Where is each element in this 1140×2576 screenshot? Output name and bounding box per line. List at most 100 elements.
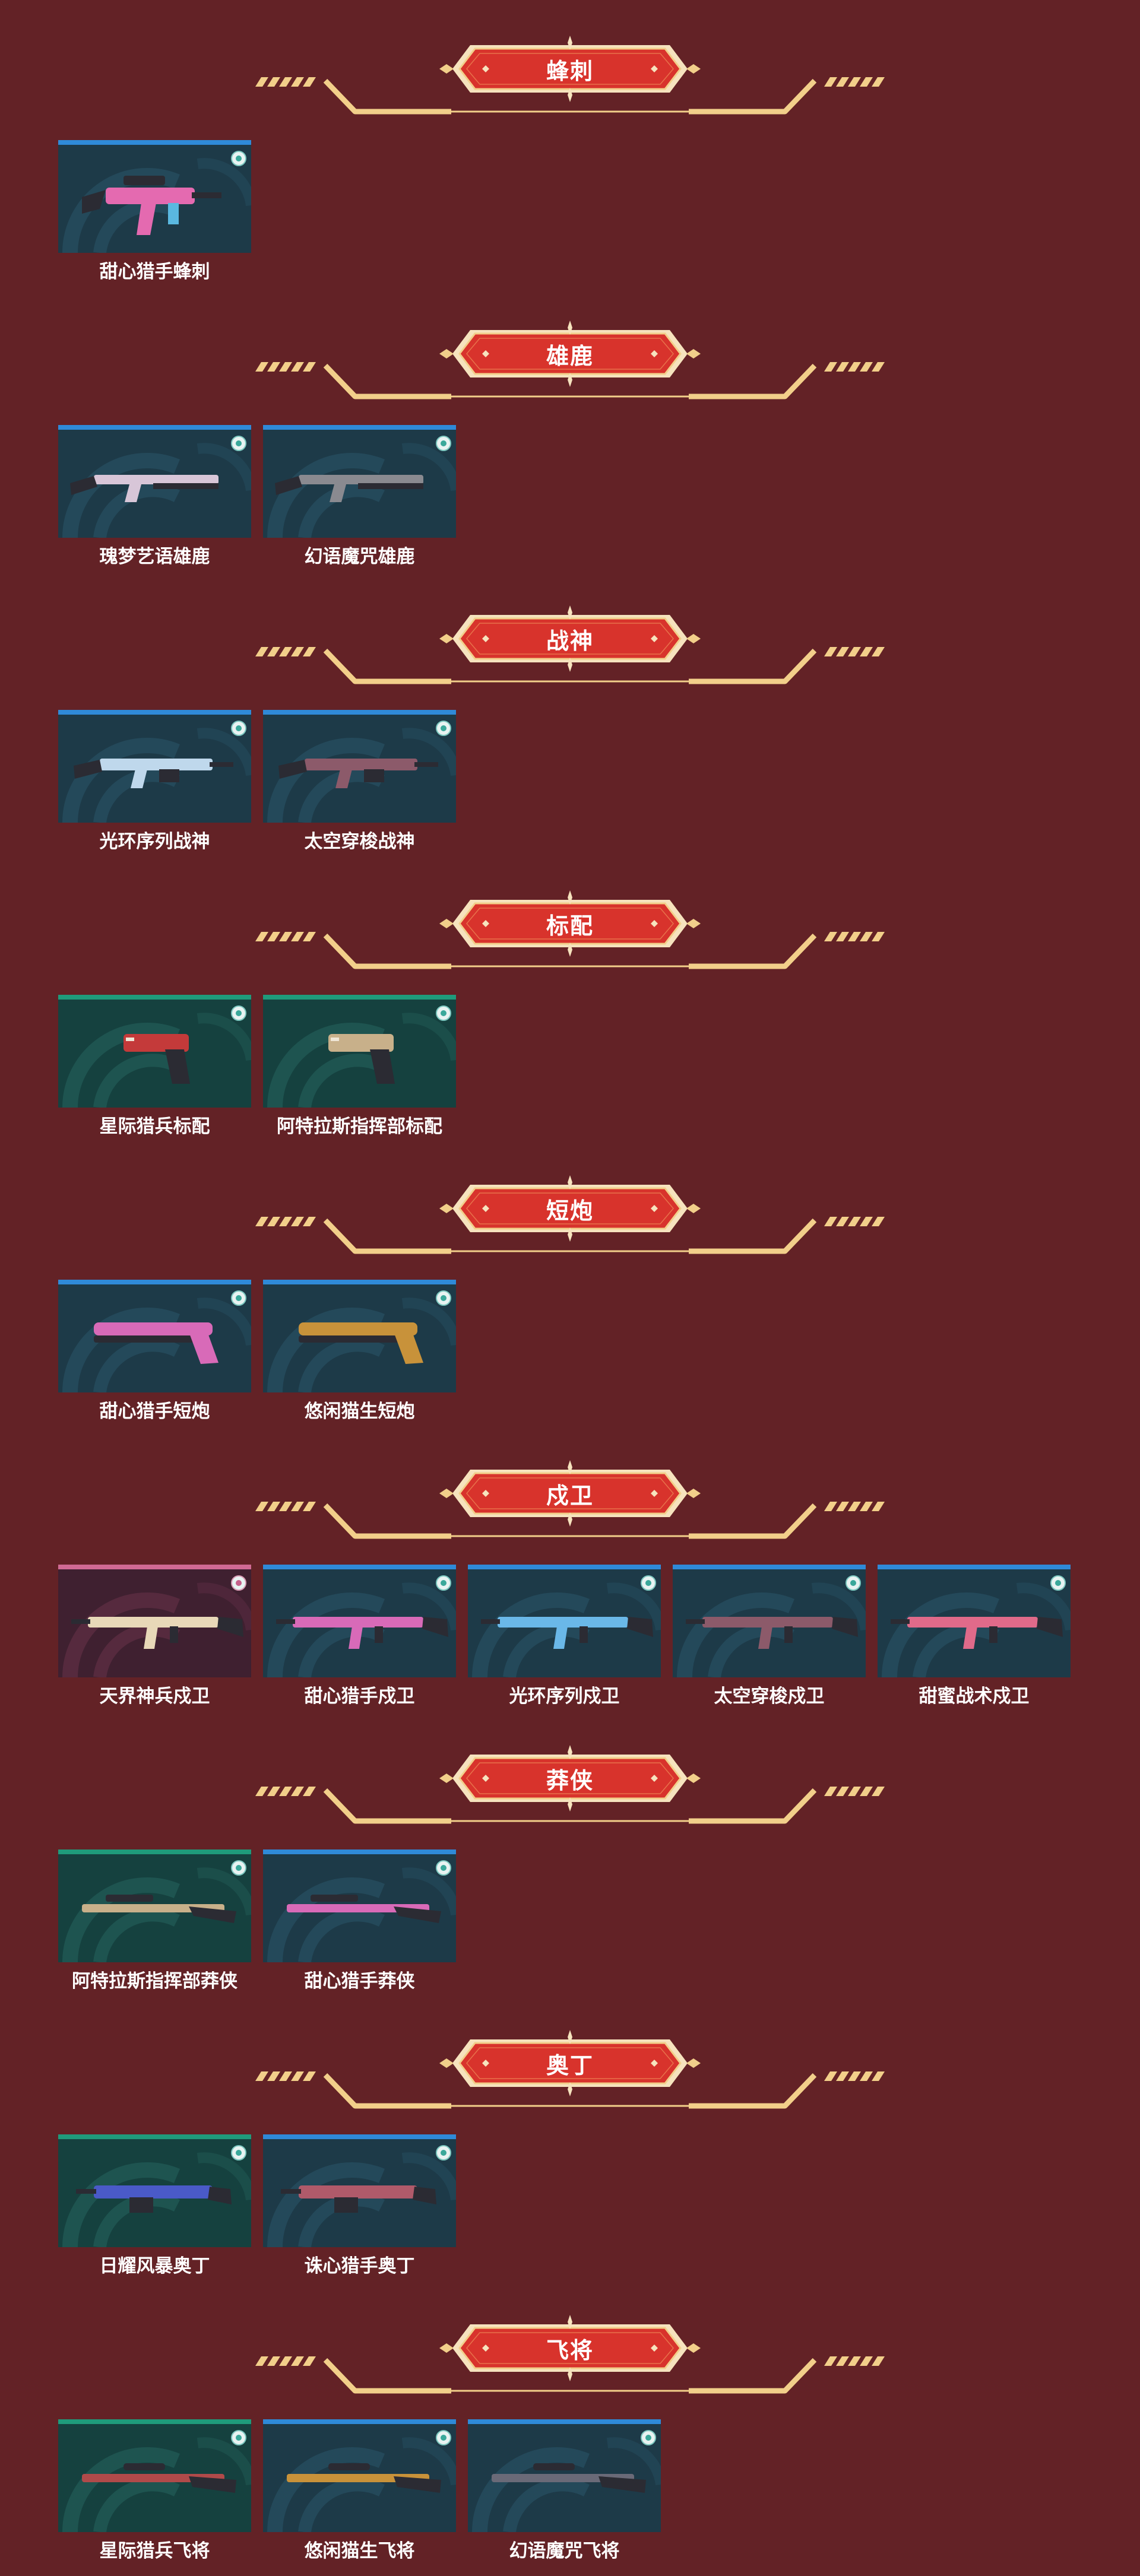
skin-card[interactable]: 光环序列战神 (58, 710, 251, 852)
tier-bar (263, 1280, 456, 1284)
tier-badge-icon (436, 1290, 451, 1306)
tier-badge-icon (231, 151, 246, 166)
weapon-section: 短炮 甜心猎手短炮 悠闲猫生短炮 (0, 1140, 1140, 1425)
weapon-section: 蜂刺 甜心猎手蜂刺 (0, 0, 1140, 285)
tier-badge-icon (231, 1575, 246, 1591)
skin-card[interactable]: 幻语魔咒雄鹿 (263, 425, 456, 567)
tier-bar (673, 1565, 866, 1569)
skin-card[interactable]: 诛心猎手奥丁 (263, 2134, 456, 2277)
skin-card[interactable]: 悠闲猫生短炮 (263, 1280, 456, 1422)
skin-image[interactable] (878, 1565, 1071, 1677)
tier-badge-icon (231, 436, 246, 451)
skin-card[interactable]: 悠闲猫生飞将 (263, 2419, 456, 2562)
tier-badge-icon (436, 721, 451, 736)
tier-badge-icon (436, 1575, 451, 1591)
skin-image[interactable] (263, 425, 456, 538)
skin-card[interactable]: 瑰梦艺语雄鹿 (58, 425, 251, 567)
weapon-section: 标配 星际猎兵标配 阿特拉斯指挥部标配 (0, 855, 1140, 1140)
skin-image[interactable] (58, 995, 251, 1108)
section-title: 蜂刺 (546, 58, 594, 84)
section-header: 标配 (0, 855, 1140, 997)
skin-card[interactable]: 甜心猎手莽侠 (263, 1849, 456, 1992)
section-header-ornament (119, 2315, 1021, 2394)
skin-image[interactable] (263, 1280, 456, 1392)
tier-badge-icon (436, 1005, 451, 1021)
skin-card[interactable]: 日耀风暴奥丁 (58, 2134, 251, 2277)
skin-image[interactable] (58, 1565, 251, 1677)
skin-card[interactable]: 天界神兵戍卫 (58, 1565, 251, 1707)
tier-bar (58, 1280, 251, 1284)
section-header: 短炮 (0, 1140, 1140, 1282)
skin-card[interactable]: 光环序列戍卫 (468, 1565, 661, 1707)
skin-image[interactable] (58, 710, 251, 823)
skin-image[interactable] (58, 425, 251, 538)
skin-image[interactable] (263, 710, 456, 823)
skin-name: 甜心猎手蜂刺 (99, 261, 210, 283)
skin-image[interactable] (58, 1280, 251, 1392)
skin-card[interactable]: 甜心猎手戍卫 (263, 1565, 456, 1707)
skin-image[interactable] (673, 1565, 866, 1677)
section-header: 战神 (0, 570, 1140, 712)
tier-badge-icon (231, 1290, 246, 1306)
skin-card[interactable]: 甜心猎手蜂刺 (58, 140, 251, 283)
tier-bar (263, 1565, 456, 1569)
skin-name: 甜心猎手莽侠 (304, 1971, 415, 1992)
skin-card[interactable]: 太空穿梭戍卫 (673, 1565, 866, 1707)
tier-bar (263, 2419, 456, 2424)
skin-name: 甜蜜战术戍卫 (919, 1686, 1030, 1707)
tier-badge-icon (231, 2145, 246, 2161)
weapon-section: 战神 光环序列战神 太空穿梭战神 (0, 570, 1140, 855)
skin-name: 日耀风暴奥丁 (99, 2255, 210, 2277)
skin-card[interactable]: 甜蜜战术戍卫 (878, 1565, 1071, 1707)
skin-card[interactable]: 阿特拉斯指挥部标配 (263, 995, 456, 1137)
skin-card[interactable]: 阿特拉斯指挥部莽侠 (58, 1849, 251, 1992)
section-title: 标配 (546, 912, 594, 939)
skin-card[interactable]: 星际猎兵标配 (58, 995, 251, 1137)
section-header: 飞将 (0, 2279, 1140, 2422)
section-title: 飞将 (546, 2337, 594, 2364)
weapon-section: 莽侠 阿特拉斯指挥部莽侠 甜心猎手莽侠 (0, 1709, 1140, 1994)
tier-badge-icon (231, 721, 246, 736)
section-header-ornament (119, 321, 1021, 399)
skin-card[interactable]: 太空穿梭战神 (263, 710, 456, 852)
section-title: 奥丁 (546, 2052, 594, 2079)
skin-image[interactable] (468, 2419, 661, 2532)
skin-card[interactable]: 星际猎兵飞将 (58, 2419, 251, 2562)
skin-name: 幻语魔咒雄鹿 (304, 546, 415, 567)
skin-image[interactable] (58, 140, 251, 253)
tier-bar (263, 710, 456, 715)
skin-image[interactable] (263, 995, 456, 1108)
skin-name: 阿特拉斯指挥部莽侠 (72, 1971, 238, 1992)
skin-name: 甜心猎手短炮 (99, 1401, 210, 1422)
section-header-ornament (119, 890, 1021, 969)
skin-image[interactable] (468, 1565, 661, 1677)
skin-image[interactable] (263, 1565, 456, 1677)
weapon-section: 飞将 星际猎兵飞将 悠闲猫生飞将 幻语魔咒飞将 (0, 2279, 1140, 2564)
skin-name: 瑰梦艺语雄鹿 (99, 546, 210, 567)
skin-card[interactable]: 甜心猎手短炮 (58, 1280, 251, 1422)
skin-name: 甜心猎手戍卫 (304, 1686, 415, 1707)
skin-image[interactable] (58, 1849, 251, 1962)
tier-bar (263, 995, 456, 1000)
weapon-section: 戍卫 天界神兵戍卫 甜心猎手戍卫 (0, 1425, 1140, 1709)
skin-name: 幻语魔咒飞将 (509, 2540, 620, 2562)
tier-bar (58, 2419, 251, 2424)
skin-card[interactable]: 幻语魔咒飞将 (468, 2419, 661, 2562)
skin-image[interactable] (58, 2134, 251, 2247)
skin-image[interactable] (58, 2419, 251, 2532)
tier-bar (58, 995, 251, 1000)
tier-bar (58, 140, 251, 145)
skin-image[interactable] (263, 2134, 456, 2247)
skin-name: 悠闲猫生短炮 (304, 1401, 415, 1422)
skin-image[interactable] (263, 2419, 456, 2532)
tier-badge-icon (436, 1860, 451, 1876)
section-header-ornament (119, 1745, 1021, 1824)
tier-bar (58, 2134, 251, 2139)
section-header-ornament (119, 1175, 1021, 1254)
tier-bar (58, 710, 251, 715)
section-title: 莽侠 (546, 1767, 594, 1794)
skin-image[interactable] (263, 1849, 456, 1962)
tier-bar (263, 425, 456, 430)
tier-bar (468, 1565, 661, 1569)
